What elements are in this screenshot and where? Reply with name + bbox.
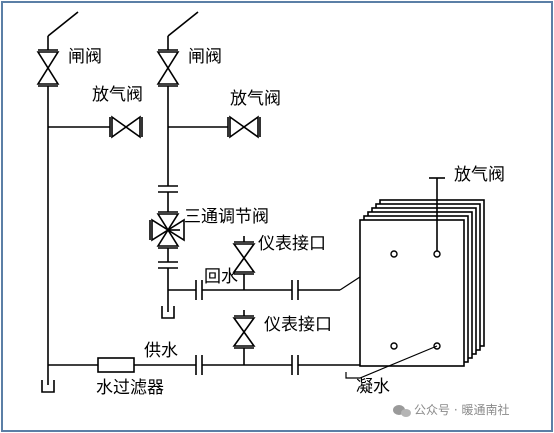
vent-valve-label-2: 放气阀 [230, 89, 281, 109]
vent-valve-label-1: 放气阀 [92, 85, 143, 105]
watermark-text: 公众号 · 暖通南社 [414, 402, 509, 417]
gate-valve-right [156, 49, 180, 87]
three-way-valve-label: 三通调节阀 [184, 207, 269, 227]
filter-label: 水过滤器 [96, 378, 164, 398]
supply-water-label: 供水 [144, 341, 178, 361]
left-riser [41, 11, 79, 393]
vent-valve-label-3: 放气阀 [454, 165, 505, 185]
gauge-port-label-2: 仪表接口 [264, 315, 332, 335]
vent-branch-left [48, 115, 143, 139]
heat-exchanger [345, 177, 485, 379]
return-line [168, 236, 395, 300]
gate-valve-label-2: 闸阀 [188, 47, 222, 67]
vent-branch-right [168, 115, 261, 139]
watermark: 公众号 · 暖通南社 [393, 402, 509, 417]
gate-valve-label-1: 闸阀 [68, 47, 102, 67]
condensate-label: 凝水 [356, 377, 390, 397]
second-riser [149, 11, 199, 319]
wechat-icon [393, 405, 411, 417]
supply-line [48, 310, 395, 375]
gate-valve-left [36, 49, 60, 87]
return-water-label: 回水 [204, 267, 238, 287]
gauge-port-label-1: 仪表接口 [258, 234, 326, 254]
